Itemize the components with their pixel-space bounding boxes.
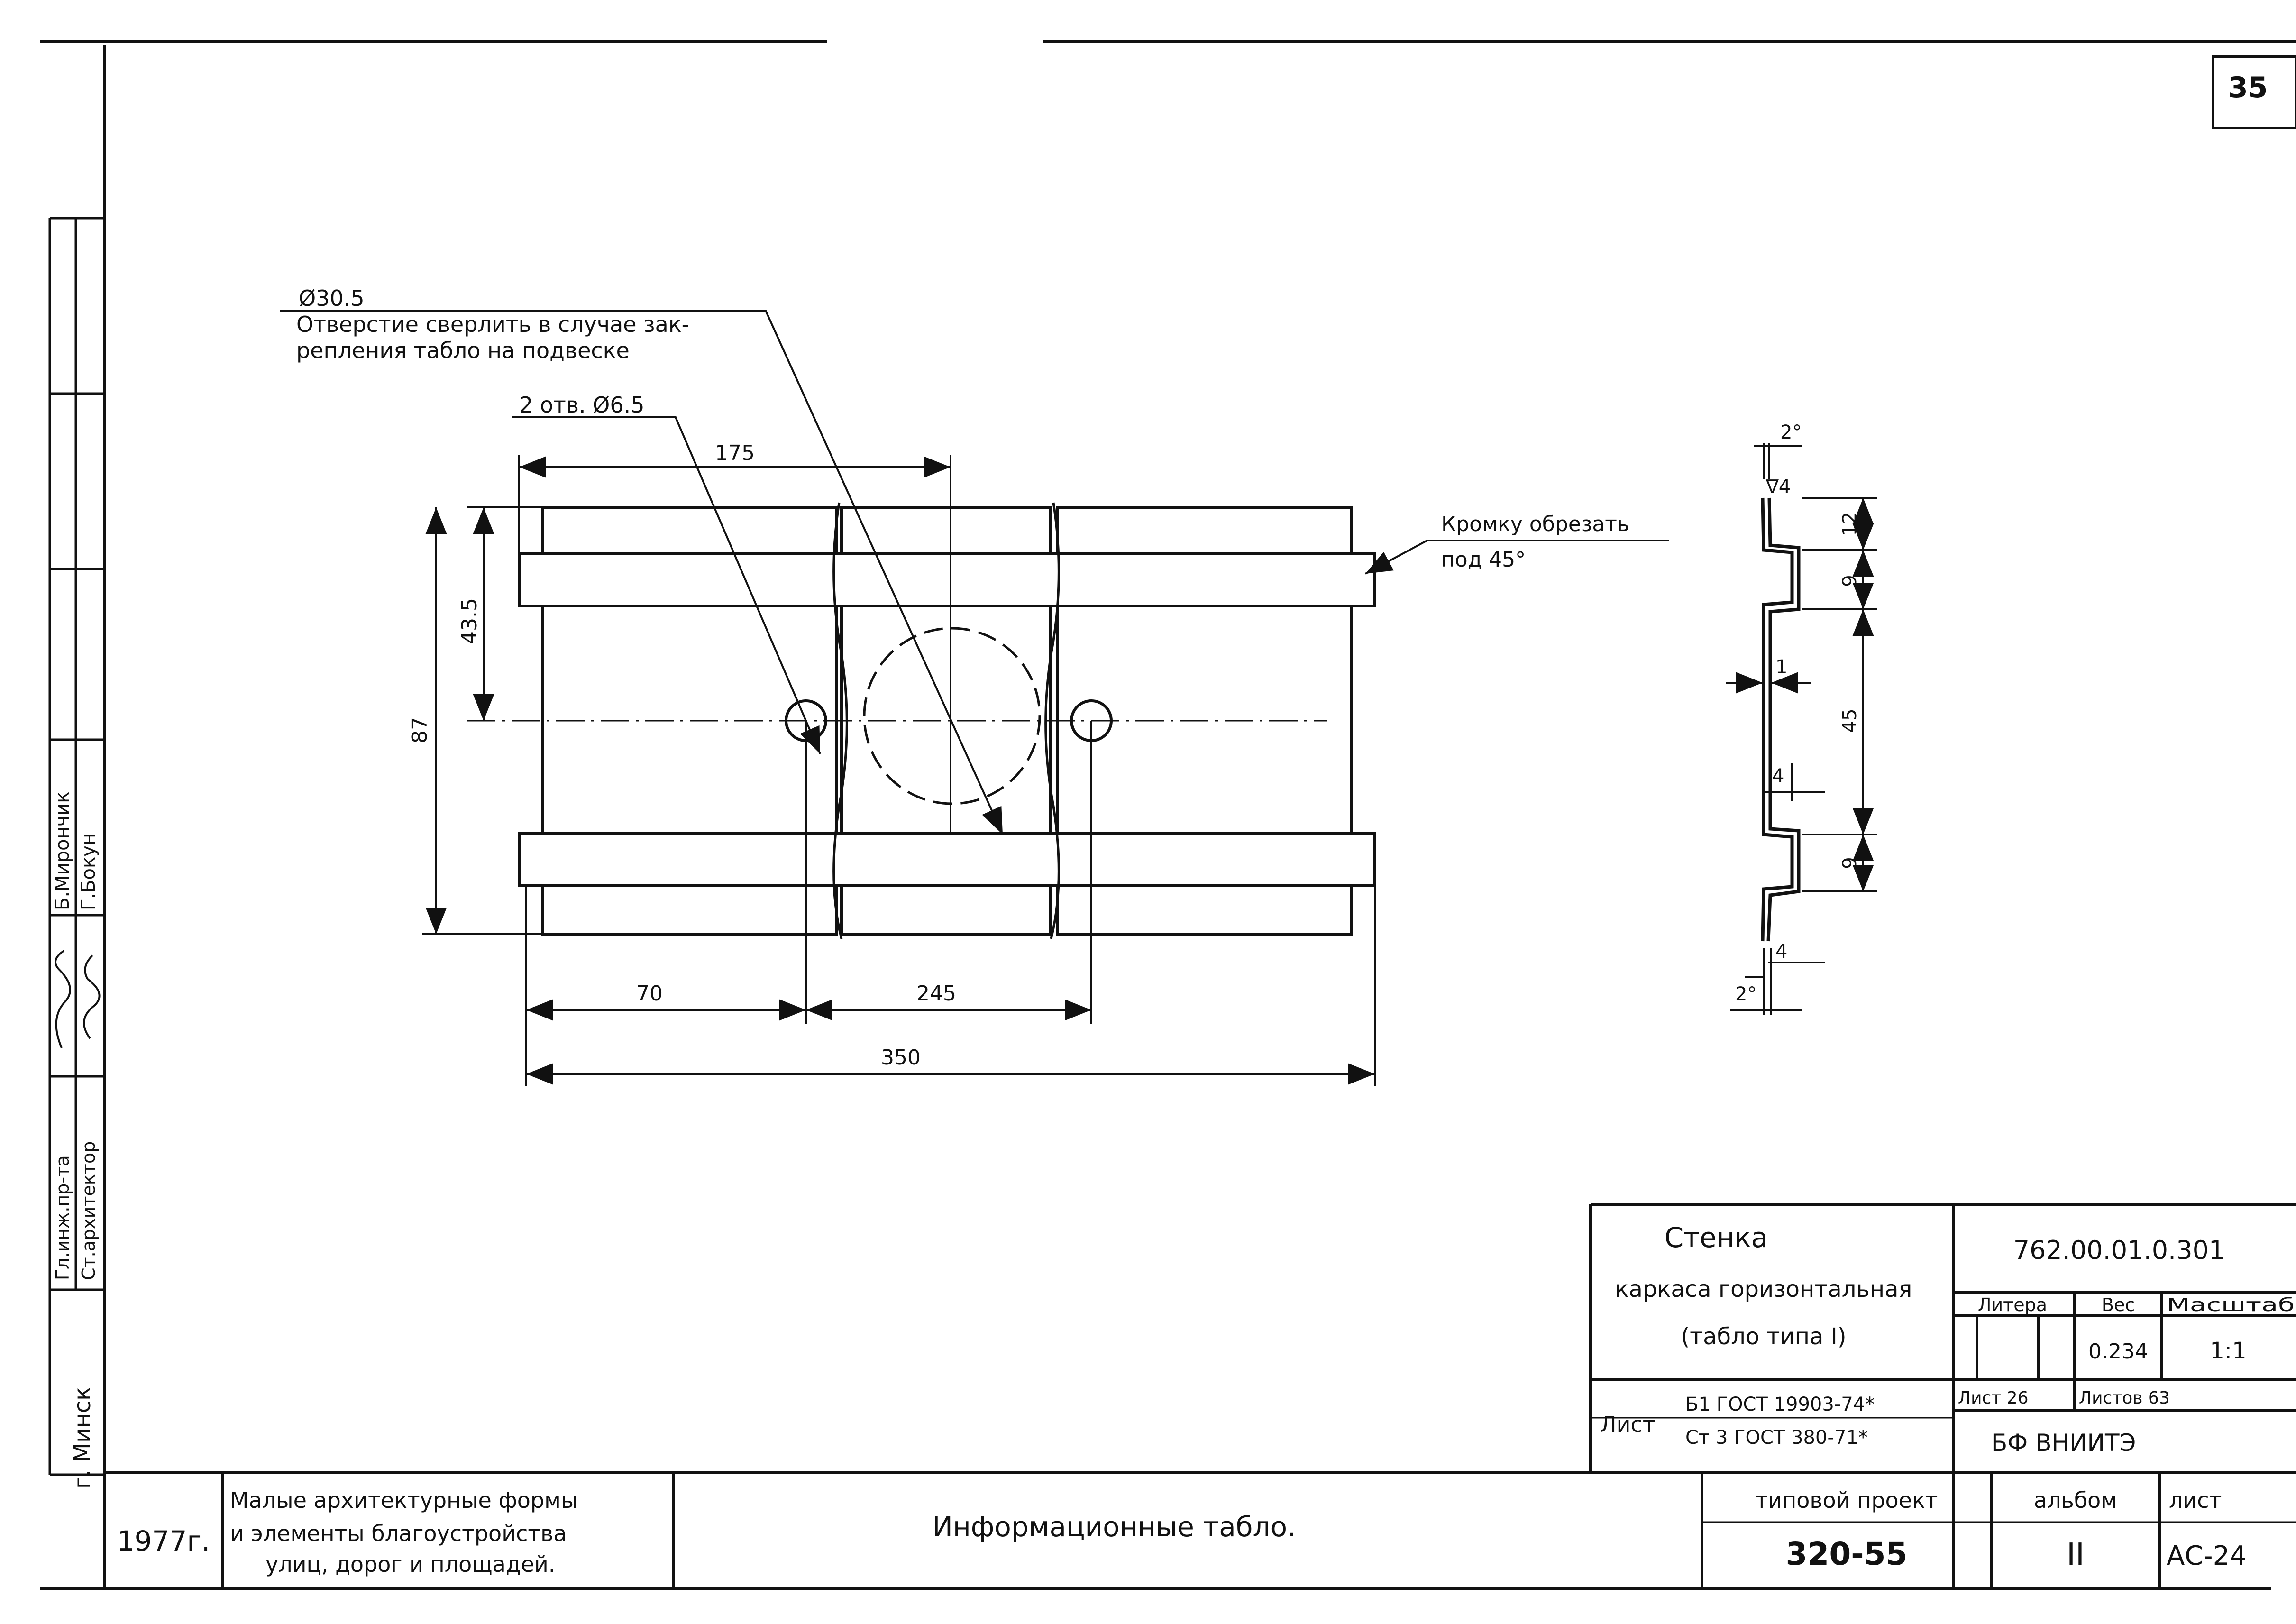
tip-value: 320-55 (1785, 1536, 1907, 1572)
sheet-frame (40, 40, 2296, 1590)
section-profile (1761, 497, 1801, 942)
dim-height: 87 (408, 717, 432, 743)
section-dim-thickness: 1 (1775, 656, 1787, 678)
signature-2 (83, 954, 101, 1039)
section-dim-lip-bottom: 4 (1775, 941, 1787, 963)
organization: БФ ВНИИТЭ (1991, 1429, 2136, 1457)
hole-large-note-1: Отверстие сверлить в случае зак- (296, 312, 689, 337)
album-value: II (2067, 1537, 2085, 1572)
list-value: АС-24 (2167, 1541, 2247, 1571)
section-dimensions (1726, 443, 1877, 1015)
dim-top: 175 (715, 441, 755, 465)
value-masshtab: 1:1 (2210, 1338, 2246, 1364)
hole-large-note-2: репления табло на подвеске (296, 338, 630, 363)
corner-number: 35 (2228, 71, 2268, 104)
part-subtitle: каркаса горизонтальная (1615, 1276, 1912, 1303)
part-type: (табло типа I) (1681, 1323, 1846, 1350)
section-dim-45: 45 (1839, 709, 1861, 733)
material-top: Б1 ГОСТ 19903-74* (1685, 1394, 1875, 1415)
section-dim-12: 12 (1839, 512, 1861, 536)
part-outline (518, 506, 1376, 936)
project-line-2: и элементы благоустройства (230, 1521, 567, 1546)
value-ves: 0.234 (2088, 1340, 2148, 1364)
section-dim-lip: 4 (1772, 765, 1784, 787)
title-block-lines (104, 1203, 2296, 1588)
section-angle-bottom: 2° (1735, 983, 1756, 1005)
break-lines (832, 502, 1060, 939)
section-dim-9a: 9 (1839, 575, 1861, 587)
section-roughness: ∇4 (1765, 476, 1791, 498)
stamp-name-1: Б.Мирончик (52, 792, 73, 910)
sheets-total: Листов 63 (2079, 1388, 2170, 1408)
hole-large-dia: Ø30.5 (299, 285, 365, 311)
drawing-name: Информационные табло. (933, 1511, 1296, 1543)
signature-1 (55, 950, 71, 1048)
material-bottom: Ст 3 ГОСТ 380-71* (1685, 1427, 1868, 1449)
header-masshtab: Масштаб (2167, 1294, 2295, 1315)
sheet-number: Лист 26 (1958, 1388, 2028, 1408)
edge-note-2: под 45° (1441, 548, 1526, 572)
large-hole (863, 627, 1041, 805)
album-label: альбом (2034, 1487, 2117, 1513)
project-line-3: улиц, дорог и площадей. (265, 1551, 555, 1577)
edge-note-1: Кромку обрезать (1441, 512, 1629, 536)
list-label: лист (2169, 1487, 2222, 1513)
stamp-role-2: Ст.архитектор (78, 1141, 99, 1280)
header-ves: Вес (2102, 1294, 2135, 1315)
material-label: Лист (1600, 1412, 1656, 1437)
part-code: 762.00.01.0.301 (2013, 1235, 2225, 1265)
dimensions (422, 455, 1376, 1086)
dim-total: 350 (881, 1046, 921, 1070)
dim-holes: 245 (916, 982, 956, 1006)
stamp-city: г. Минск (69, 1387, 96, 1489)
dim-left: 70 (636, 982, 663, 1006)
holes-small-note: 2 отв. Ø6.5 (519, 392, 645, 418)
project-line-1: Малые архитектурные формы (230, 1487, 578, 1513)
tip-label: типовой проект (1756, 1487, 1938, 1513)
section-angle-top: 2° (1780, 422, 1802, 443)
year: 1977г. (117, 1525, 210, 1557)
left-stamp (48, 217, 104, 1476)
stamp-name-2: Г.Бокун (78, 833, 100, 910)
part-title: Стенка (1665, 1221, 1768, 1254)
section-dim-9b: 9 (1839, 857, 1861, 869)
stamp-role-1: Гл.инж.пр-та (52, 1156, 73, 1281)
dim-half-height: 43.5 (457, 598, 482, 644)
corner-number-box: 35 (2212, 55, 2296, 129)
leader-lines (280, 310, 1669, 835)
header-litera: Литера (1978, 1294, 2047, 1315)
